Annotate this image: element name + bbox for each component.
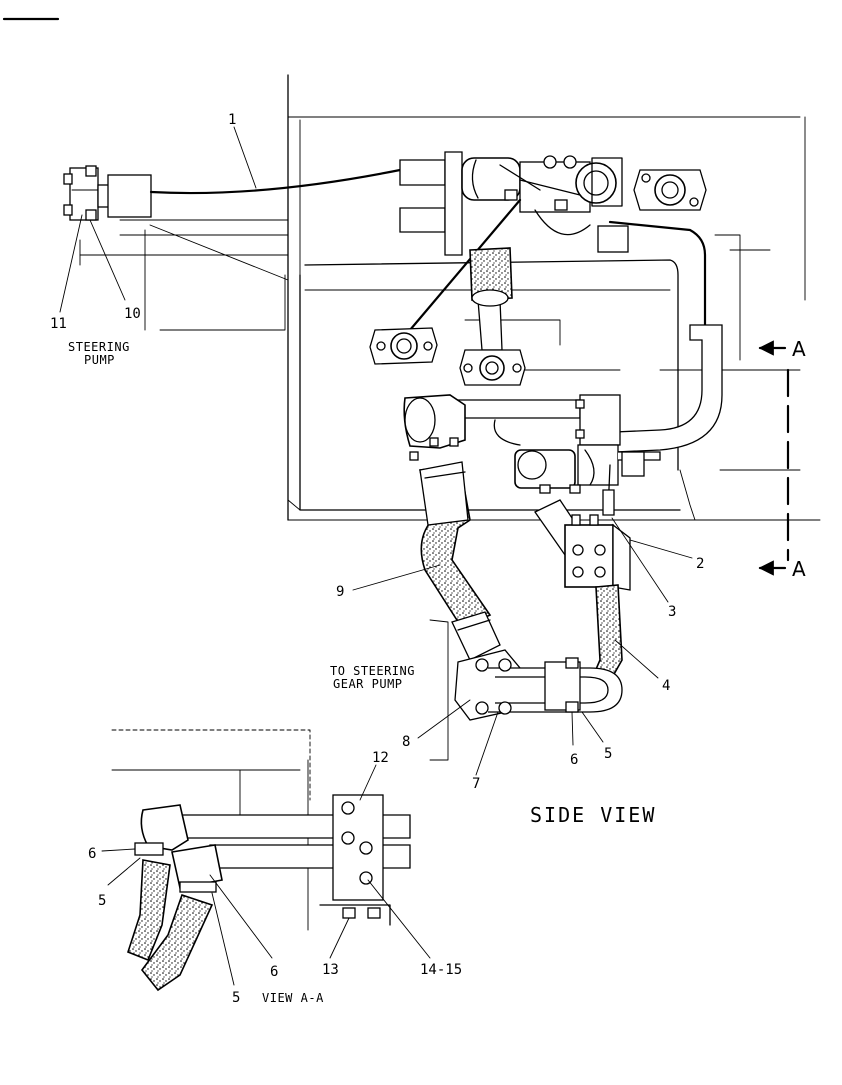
- right-u-bend: [614, 324, 723, 453]
- callout-4: 4: [662, 678, 670, 694]
- valve-manifold: [399, 151, 707, 256]
- steering-pump-flange: [63, 165, 152, 221]
- callout-3: 3: [668, 604, 676, 620]
- view-callout-6b: 6: [270, 964, 278, 980]
- callout-7: 7: [472, 776, 480, 792]
- machine-frame: [79, 74, 821, 521]
- callout-10: 10: [124, 306, 141, 322]
- leader-lines: [59, 126, 693, 986]
- hose-9: [419, 461, 501, 661]
- view-callout-5: 5: [98, 893, 106, 909]
- view-callout-6: 6: [88, 846, 96, 862]
- lower-coupling: [429, 619, 623, 761]
- horizontal-pipes: [403, 394, 661, 516]
- left-flange: [369, 327, 438, 365]
- section-label-bottom: A: [792, 557, 806, 581]
- center-pipe: [459, 247, 526, 386]
- callout-6: 6: [570, 752, 578, 768]
- callout-13: 13: [322, 962, 339, 978]
- callout-2: 2: [696, 556, 704, 572]
- view-aa-inset: [111, 729, 411, 992]
- section-line-aa: [758, 340, 790, 576]
- to-steering-label-2: GEAR PUMP: [333, 677, 403, 691]
- steering-pump-label-2: PUMP: [84, 353, 115, 367]
- tube-right-upper: [608, 220, 707, 327]
- callout-9: 9: [336, 584, 344, 600]
- callout-8: 8: [402, 734, 410, 750]
- tube-diagonal: [408, 198, 522, 332]
- steering-pump-label-1: STEERING: [68, 340, 130, 354]
- callout-1: 1: [228, 112, 236, 128]
- callout-11: 11: [50, 316, 67, 332]
- callout-5: 5: [604, 746, 612, 762]
- line-1: [149, 168, 402, 195]
- section-label-top: A: [792, 337, 806, 361]
- valve-block: [534, 499, 631, 591]
- callout-12: 12: [372, 750, 389, 766]
- to-steering-label-1: TO STEERING: [330, 664, 415, 678]
- side-view-title: SIDE VIEW: [530, 803, 656, 827]
- callout-14-15: 14-15: [420, 962, 462, 978]
- view-callout-5b: 5: [232, 990, 240, 1006]
- view-aa-title: VIEW A-A: [262, 991, 324, 1005]
